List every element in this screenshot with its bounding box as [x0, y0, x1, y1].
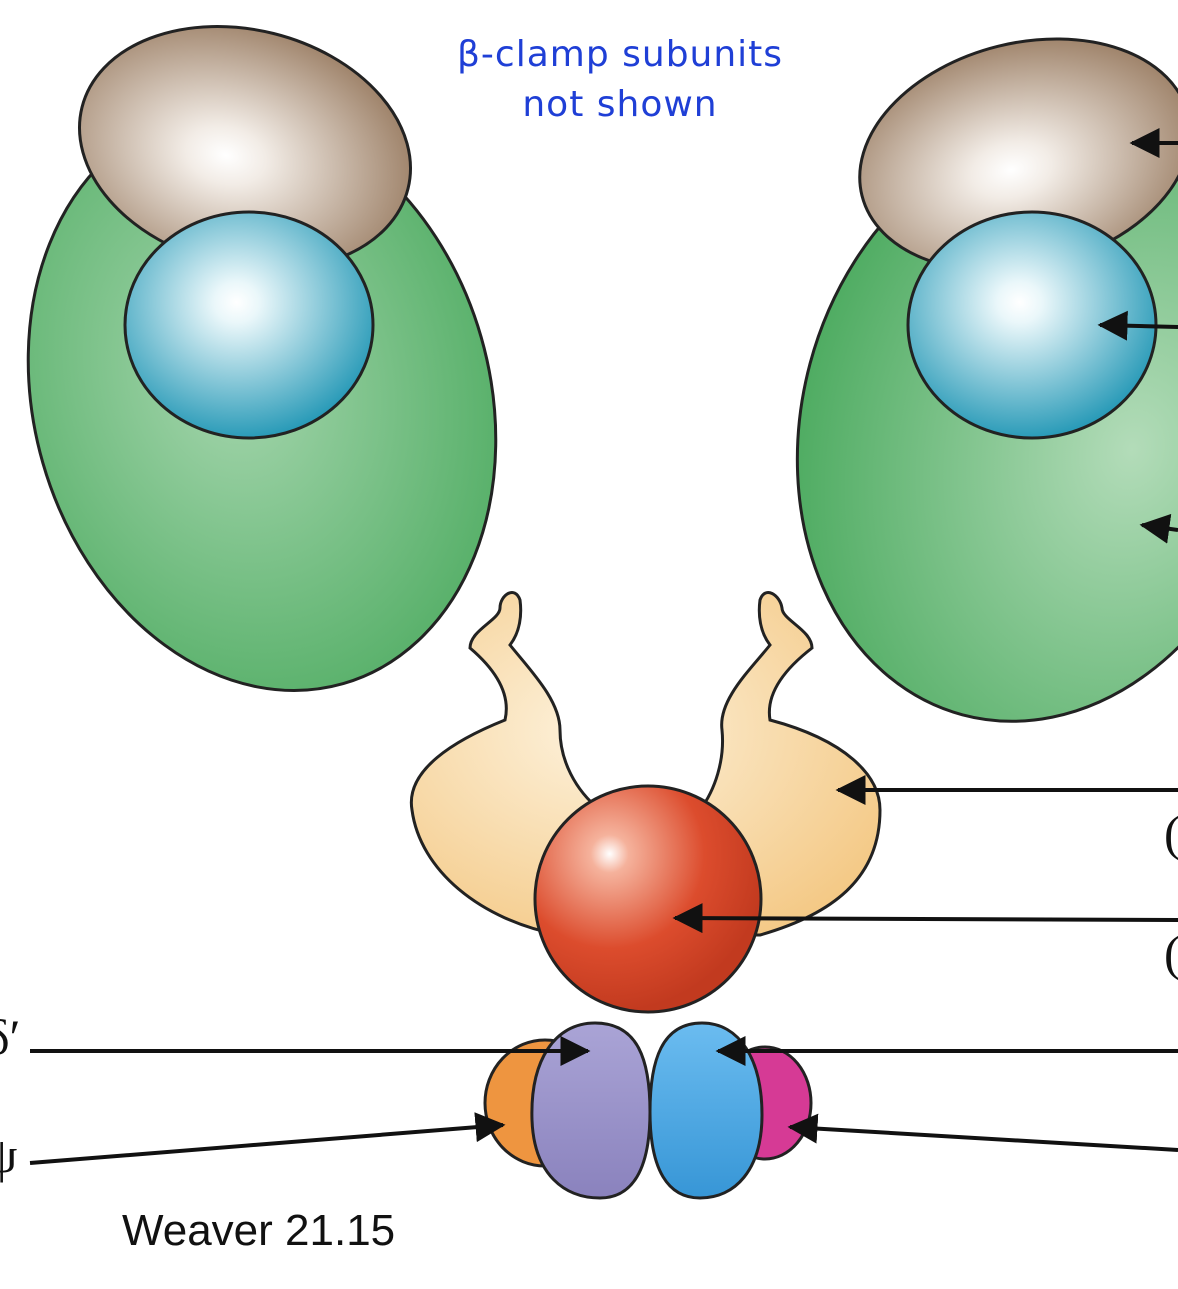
figure-caption: Weaver 21.15 [122, 1206, 396, 1255]
gamma-red-subunit [533, 784, 763, 1014]
arrow-left-psi [29, 1112, 506, 1165]
label-fragment-delta-prime: δ′ [0, 1009, 21, 1065]
chi-blue-subunit [648, 1021, 764, 1200]
label-fragment-paren-upper: ( [1164, 808, 1178, 858]
arrow-right-gamma [672, 903, 1178, 934]
left-teal-epsilon-subunit [123, 210, 375, 440]
left-core-group [26, 25, 498, 692]
arrow-right-alpha [1139, 513, 1178, 544]
label-fragment-paren-lower: ( [1164, 928, 1178, 978]
arrow-right-magenta [787, 1113, 1178, 1152]
label-fragment-psi: ψ [0, 1127, 18, 1183]
delta-prime-lavender-subunit [530, 1021, 652, 1200]
right-core-group [795, 37, 1178, 723]
tau-subunit-dimer [409, 591, 882, 937]
label-arrows [29, 128, 1178, 1165]
arrow-right-epsilon [1097, 310, 1178, 341]
note-line-1: β-clamp subunits [456, 34, 784, 75]
note-line-2: not shown [522, 84, 718, 125]
